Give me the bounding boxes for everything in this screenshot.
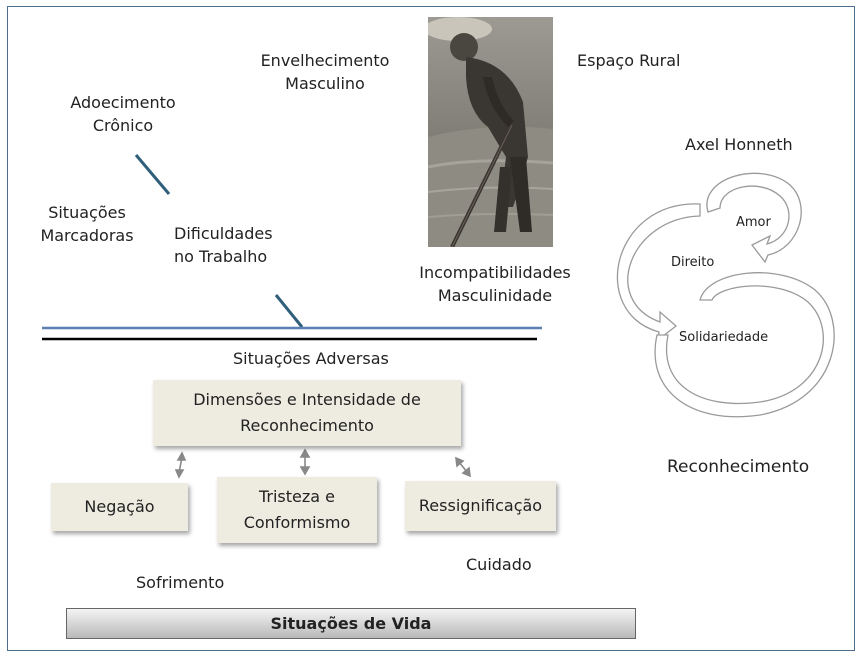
bar-situacoes-de-vida: Situações de Vida [66, 608, 636, 639]
label-direito: Direito [671, 255, 715, 270]
label-situacoes-adversas: Situações Adversas [233, 349, 389, 368]
label-cuidado: Cuidado [466, 555, 532, 574]
honneth-cycle [616, 172, 835, 418]
diagram-frame [7, 6, 855, 651]
label-sofrimento: Sofrimento [136, 573, 225, 592]
label-reconhecimento: Reconhecimento [667, 457, 810, 477]
label-amor: Amor [736, 215, 771, 230]
box-ressignificacao: Ressignificação [405, 481, 556, 531]
label-espaco-rural: Espaço Rural [577, 51, 681, 70]
double-arrow-tristeza [299, 448, 311, 476]
label-solidariedade: Solidariedade [679, 330, 769, 345]
connector-dificuldades [274, 294, 304, 328]
double-arrow-negacao [174, 451, 187, 479]
box-negacao: Negação [51, 483, 188, 531]
double-arrow-ressignificacao [455, 456, 471, 478]
connector-adoecimento [134, 154, 171, 195]
solidariedade-cycle-arrow [654, 272, 835, 418]
amor-cycle-arrow [706, 172, 802, 264]
label-axel-honneth: Axel Honneth [685, 135, 793, 154]
rural-worker-painting [428, 17, 553, 247]
